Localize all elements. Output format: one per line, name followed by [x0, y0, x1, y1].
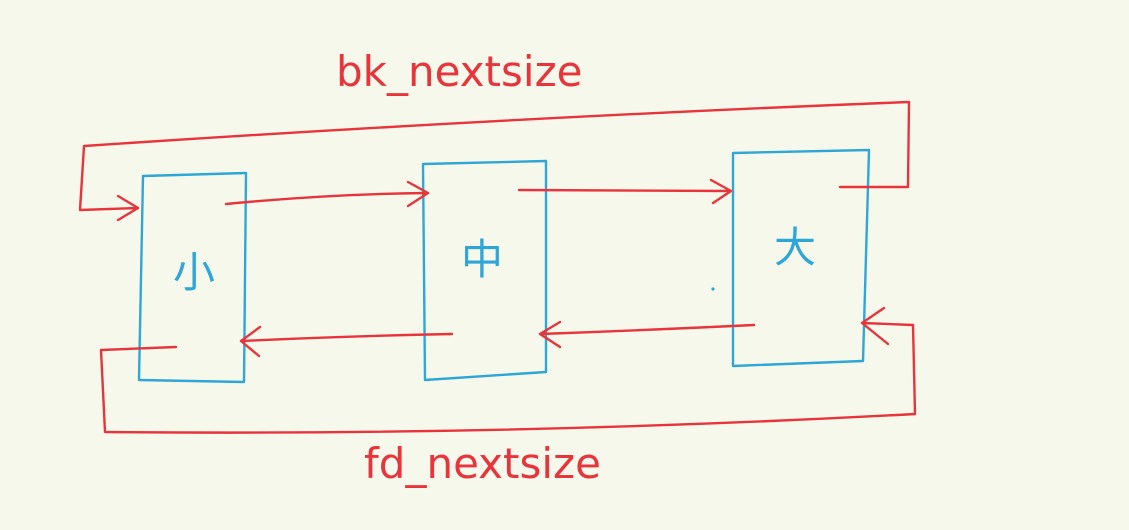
fd-nextsize-loop: [99, 306, 917, 434]
bk-nextsize-label: bk_nextsize: [336, 47, 582, 96]
arrow-medium-to-large: [517, 178, 733, 205]
arrow-medium-to-small: [239, 325, 454, 358]
arrow-small-to-medium: [224, 180, 430, 208]
stray-dot: [711, 287, 715, 291]
arrow-large-to-medium: [538, 320, 756, 349]
chunk-box-large: [731, 148, 871, 368]
chunk-label-large: 大: [774, 223, 816, 272]
chunk-label-medium: 中: [461, 235, 503, 284]
chunk-box-medium: [421, 159, 548, 382]
chunk-label-small: 小: [173, 248, 215, 297]
chunk-box-small: [137, 171, 248, 384]
fd-nextsize-label: fd_nextsize: [364, 439, 601, 488]
bk-nextsize-loop: [78, 100, 911, 222]
